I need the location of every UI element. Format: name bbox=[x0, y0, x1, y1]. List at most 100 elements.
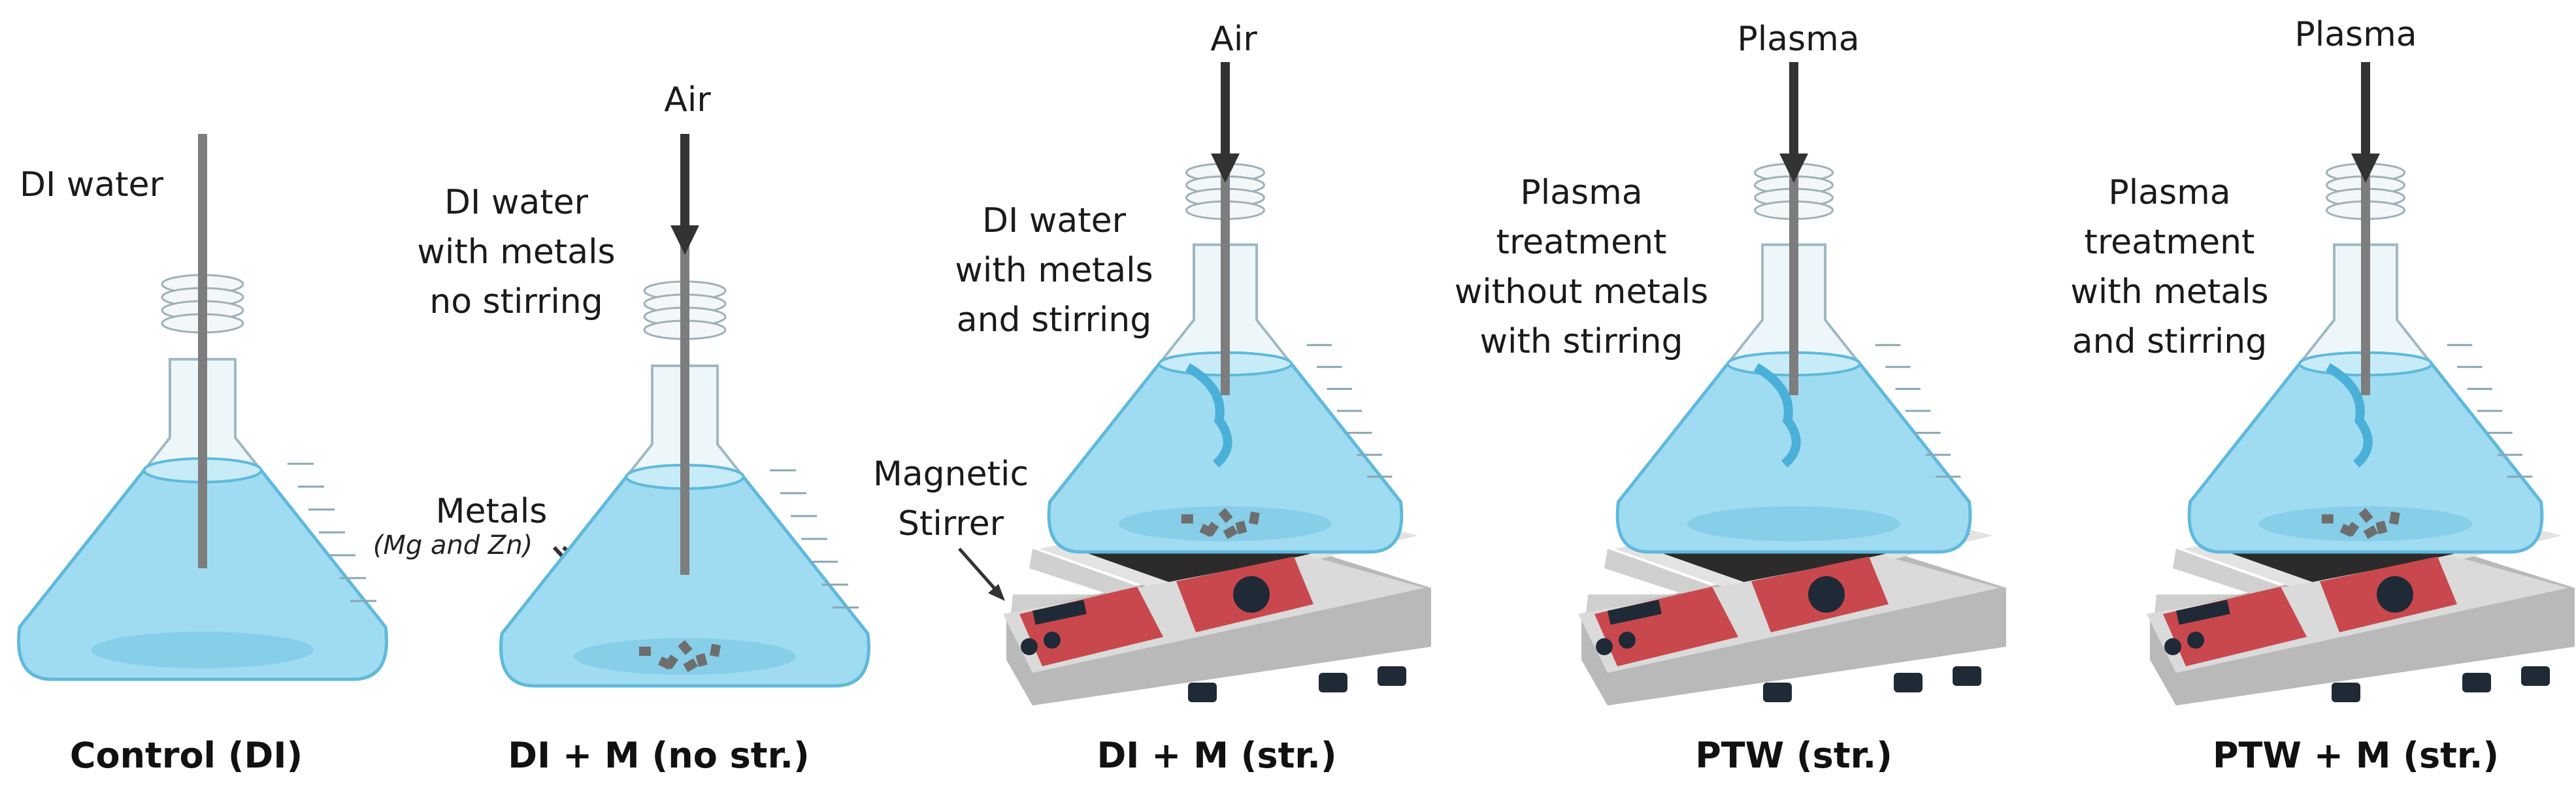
stirrer-foot bbox=[1319, 673, 1347, 692]
vortex bbox=[1753, 363, 1801, 468]
desc-line: with stirring bbox=[1479, 322, 1683, 361]
gas-tube bbox=[198, 134, 207, 568]
flask-bottom bbox=[2258, 506, 2473, 542]
magnetic-stirrer bbox=[2147, 500, 2575, 705]
water bbox=[17, 468, 388, 681]
knob-small bbox=[2164, 638, 2181, 655]
stirrer-foot bbox=[1188, 683, 1217, 702]
metal-piece bbox=[1218, 508, 1233, 523]
metal-piece bbox=[2321, 514, 2334, 524]
metal-piece bbox=[639, 647, 651, 656]
desc-line: treatment bbox=[1496, 223, 1667, 262]
metal-piece bbox=[2345, 521, 2360, 537]
panel3-description: DI water with metals and stirring bbox=[955, 196, 1153, 345]
stirrer-label: Magnetic Stirrer bbox=[873, 449, 1029, 549]
panel2-flow-label: Air bbox=[664, 80, 711, 120]
desc-line: with metals bbox=[955, 251, 1153, 290]
desc-line: DI water bbox=[444, 183, 589, 222]
display-screen bbox=[2175, 600, 2230, 625]
panel4-flow-label: Plasma bbox=[1737, 20, 1860, 59]
knob-small bbox=[1596, 638, 1613, 655]
stirrer-foot bbox=[1763, 683, 1792, 702]
stirrer-label-line: Stirrer bbox=[898, 504, 1004, 543]
stirrer-foot bbox=[2462, 673, 2491, 692]
flow-arrow-head bbox=[670, 225, 699, 255]
panel2-caption: DI + M (no str.) bbox=[508, 735, 810, 776]
desc-line: with metals bbox=[2070, 272, 2269, 312]
vortex bbox=[2325, 363, 2373, 468]
metal-piece bbox=[1235, 520, 1247, 535]
panel1-caption: Control (DI) bbox=[69, 735, 303, 776]
water bbox=[499, 475, 870, 688]
metal-piece bbox=[695, 653, 708, 668]
metal-piece bbox=[1181, 514, 1193, 524]
flask-bottom bbox=[1687, 506, 1901, 542]
flask-bottom bbox=[574, 638, 796, 675]
desc-line: Plasma bbox=[1520, 173, 1643, 212]
panel1-description: DI water bbox=[20, 160, 163, 210]
erlenmeyer-flask bbox=[17, 134, 388, 681]
panel3-flow-label: Air bbox=[1210, 20, 1257, 59]
metal-piece bbox=[2363, 525, 2379, 540]
desc-line: DI water bbox=[982, 201, 1127, 240]
knob-small bbox=[1021, 638, 1038, 655]
metal-piece bbox=[1204, 521, 1219, 537]
flow-arrow bbox=[1211, 62, 1240, 183]
desc-line: no stirring bbox=[429, 282, 603, 321]
desc-line: and stirring bbox=[956, 300, 1152, 340]
flow-arrow bbox=[1779, 62, 1808, 183]
desc-line: DI water bbox=[19, 165, 164, 204]
knob-small bbox=[2187, 632, 2204, 649]
flask-bottom bbox=[91, 632, 314, 668]
panel-3 bbox=[1003, 62, 1431, 705]
metal-piece bbox=[2388, 511, 2400, 525]
display-screen bbox=[1607, 600, 1662, 625]
stirrer-foot bbox=[2332, 683, 2360, 702]
flow-arrow bbox=[670, 134, 699, 255]
panel2-description: DI water with metals no stirring bbox=[417, 178, 615, 327]
desc-line: with metals bbox=[417, 233, 616, 272]
display-screen bbox=[1032, 600, 1087, 625]
stirrer-label-line: Magnetic bbox=[872, 455, 1029, 494]
metal-piece bbox=[2358, 508, 2373, 523]
panel-4 bbox=[1578, 62, 2006, 705]
metal-piece bbox=[678, 639, 693, 655]
stirrer-foot bbox=[2521, 666, 2550, 686]
metal-piece bbox=[1223, 525, 1238, 540]
metal-piece bbox=[1248, 511, 1260, 525]
desc-line: treatment bbox=[2084, 223, 2255, 262]
knob-small bbox=[1044, 632, 1061, 649]
panel5-description: Plasma treatment with metals and stirrin… bbox=[2070, 168, 2268, 366]
panel-2 bbox=[499, 134, 870, 688]
metal-piece bbox=[683, 658, 699, 672]
knob-large bbox=[1233, 576, 1270, 613]
panel4-caption: PTW (str.) bbox=[1695, 735, 1892, 776]
stirrer-pointer bbox=[958, 547, 1005, 601]
stirrer-foot bbox=[1894, 673, 1923, 692]
stirrer-foot bbox=[1953, 666, 1981, 686]
metal-piece bbox=[710, 643, 721, 657]
panel-1 bbox=[17, 134, 388, 681]
erlenmeyer-flask bbox=[2187, 62, 2544, 554]
erlenmeyer-flask bbox=[1615, 62, 1972, 554]
knob-large bbox=[1808, 576, 1845, 613]
flow-arrow-head bbox=[2351, 154, 2380, 183]
panel-5 bbox=[2147, 62, 2575, 705]
desc-line: and stirring bbox=[2072, 322, 2268, 361]
flow-arrow-head bbox=[1211, 154, 1240, 183]
desc-line: Plasma bbox=[2108, 173, 2231, 212]
panel5-flow-label: Plasma bbox=[2294, 15, 2417, 54]
metals-note: (Mg and Zn) bbox=[372, 530, 533, 560]
panel4-description: Plasma treatment without metals with sti… bbox=[1455, 168, 1708, 366]
flask-bottom bbox=[1118, 506, 1332, 542]
knob-large bbox=[2377, 576, 2413, 613]
metal-piece bbox=[2375, 521, 2388, 535]
erlenmeyer-flask bbox=[1047, 62, 1404, 554]
metals-label: Metals bbox=[435, 492, 548, 531]
flow-arrow-head bbox=[1779, 154, 1808, 183]
desc-line: without metals bbox=[1454, 272, 1709, 312]
vortex bbox=[1185, 363, 1232, 468]
magnetic-stirrer bbox=[1578, 500, 2006, 705]
